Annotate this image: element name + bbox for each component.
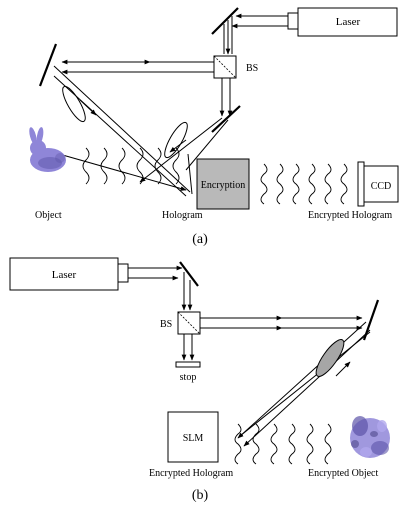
panel-b: Laser BS stop SLM [9, 257, 390, 503]
mirror-right-a [211, 105, 241, 133]
bs-label-b: BS [160, 319, 172, 330]
encrypted-object-image [350, 416, 390, 458]
ccd-sensor [357, 161, 365, 207]
encryption-label: Encryption [201, 180, 245, 191]
wavefronts-b [234, 423, 332, 465]
hologram-plane-a [187, 153, 193, 195]
object-label: Object [35, 210, 62, 221]
encrypted-hologram-label-b: Encrypted Hologram [149, 468, 233, 479]
laser-aperture-a [287, 12, 299, 30]
encrypted-object-label: Encrypted Object [308, 468, 378, 479]
laser-aperture-b [117, 263, 129, 283]
ccd-label: CCD [371, 181, 392, 192]
lens-mid-a [164, 121, 188, 159]
beam-splitter-b [177, 311, 201, 335]
panel-a: Laser BS [29, 7, 399, 247]
beam-splitter-a [213, 55, 237, 79]
lens-left-a [62, 85, 86, 123]
stop-label: stop [180, 372, 197, 383]
laser-label-b: Laser [52, 269, 77, 281]
bs-label-a: BS [246, 63, 258, 74]
encrypted-hologram-label-a: Encrypted Hologram [308, 210, 392, 221]
wavefronts-encrypted-a [260, 163, 348, 205]
mirror-left-a [38, 43, 58, 87]
stop-block [175, 361, 201, 368]
mirror-top-b [179, 261, 199, 287]
caption-a: (a) [192, 232, 208, 247]
encryption-box [196, 158, 250, 210]
caption-b: (b) [192, 488, 209, 503]
slm-box [167, 411, 219, 463]
mirror-top-a [211, 7, 239, 35]
laser-label-a: Laser [336, 16, 361, 28]
hologram-label: Hologram [162, 210, 203, 221]
wavefronts-object-a [82, 147, 180, 185]
ccd-box [363, 165, 399, 203]
bunny-object-a [29, 127, 66, 172]
lens-b [315, 339, 345, 377]
slm-label: SLM [183, 433, 204, 444]
